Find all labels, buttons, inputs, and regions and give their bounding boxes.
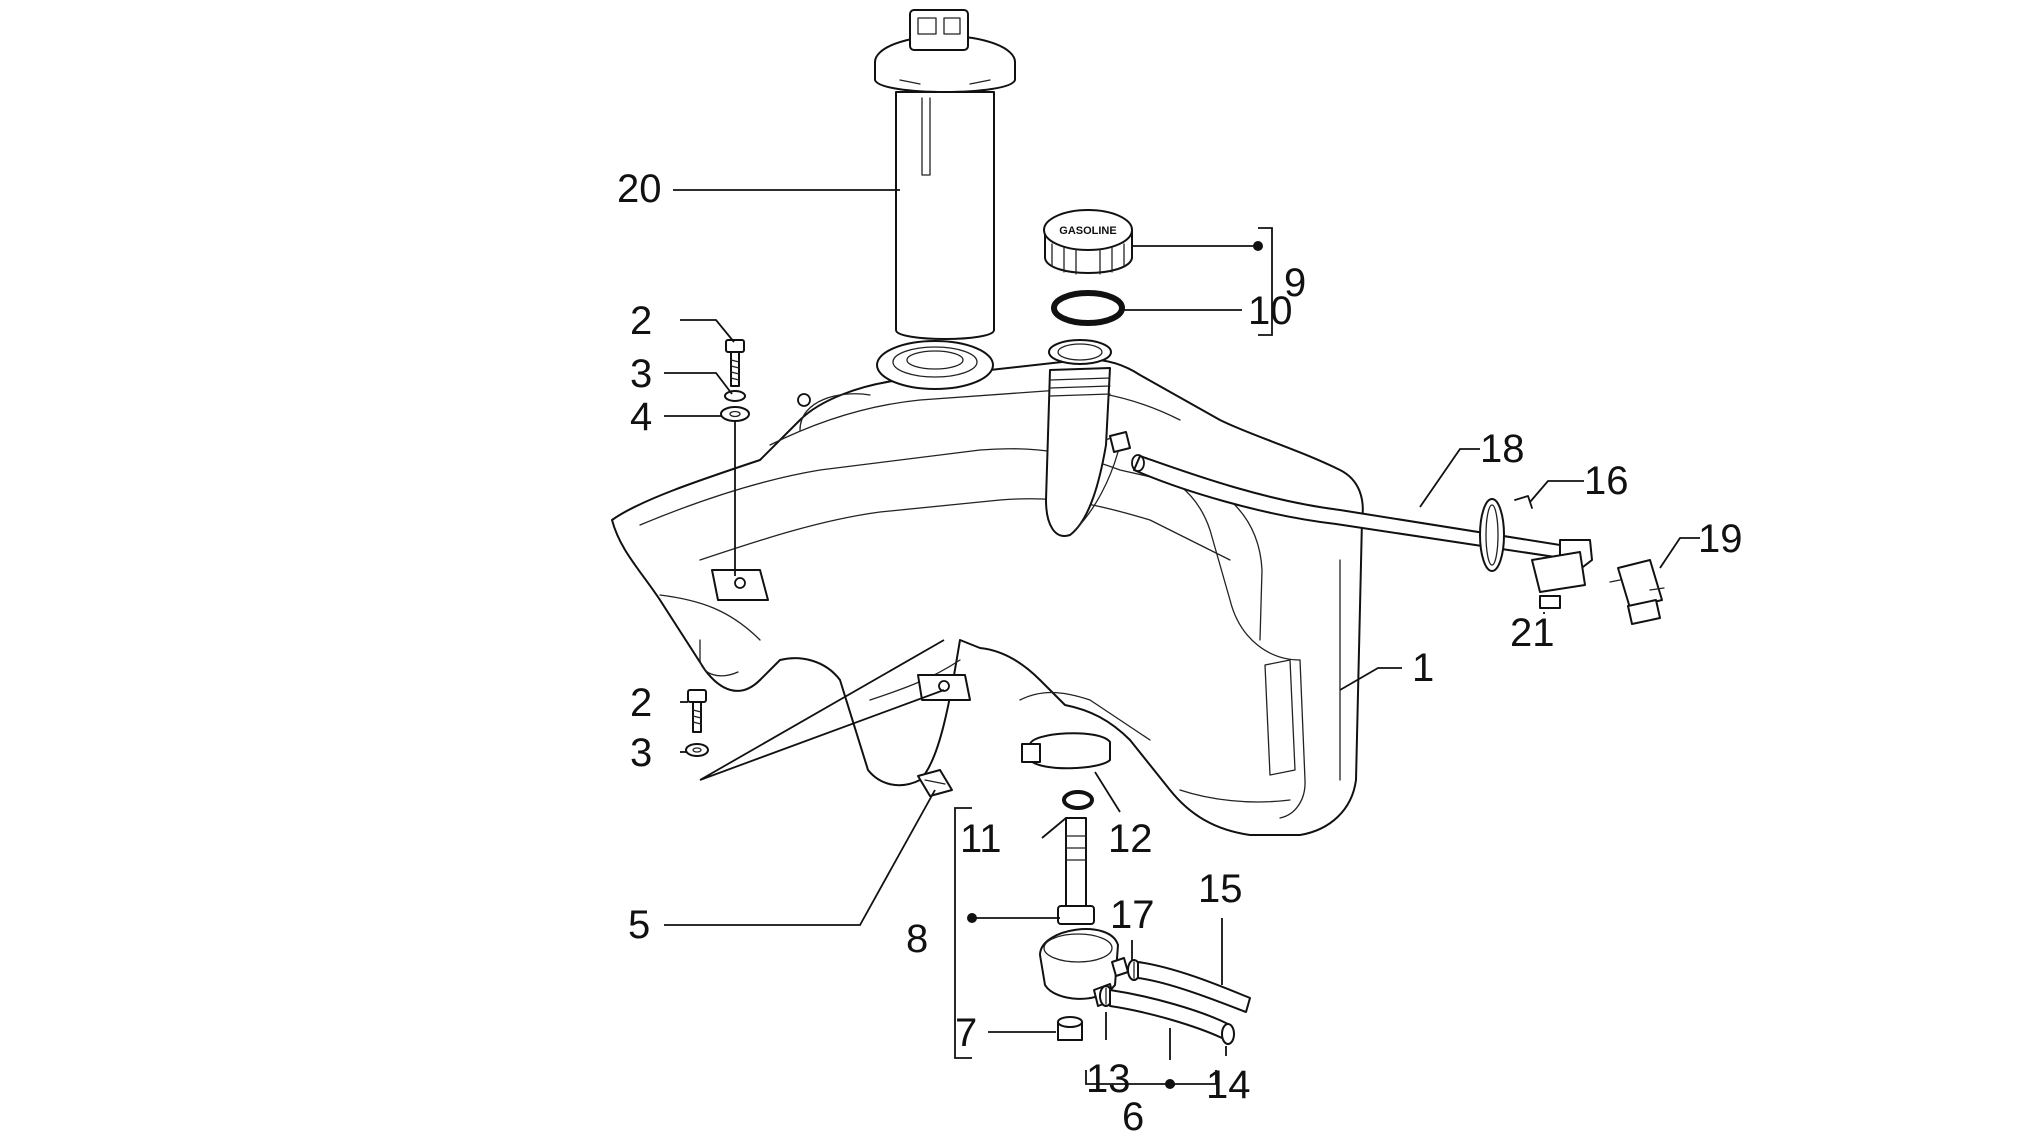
hose-clip [1021, 732, 1111, 770]
callout-18: 18 [1480, 427, 1525, 471]
callout-10: 11 [960, 817, 1002, 861]
o-ring [1051, 290, 1125, 326]
clip-nut [917, 769, 953, 797]
vent-valve [1609, 559, 1665, 625]
callout-14: 14 [1206, 1063, 1251, 1107]
bolt-lower [685, 689, 709, 757]
leader-lines [664, 189, 1700, 1086]
fuel-cap: GASOLINE [1043, 209, 1133, 275]
fuel-level-sensor [874, 9, 1016, 340]
callout-12: 6 [1122, 1095, 1144, 1137]
callout-2-lower: 2 [630, 681, 652, 725]
callout-9: 7 [955, 1011, 977, 1055]
callout-11: 12 [1108, 817, 1153, 861]
callout-2-upper: 2 [630, 299, 652, 343]
callout-7: 10 [1248, 289, 1293, 333]
callout-1: 1 [1412, 646, 1434, 690]
callout-21: 21 [1510, 611, 1555, 655]
cap-label: GASOLINE [1059, 225, 1116, 237]
callout-3-upper: 3 [630, 352, 652, 396]
pipe-holder [1531, 551, 1586, 609]
washer-upper [720, 390, 750, 422]
callout-19: 19 [1698, 517, 1743, 561]
bolt-upper [725, 339, 745, 387]
callout-5: 5 [628, 903, 650, 947]
callout-13: 13 [1086, 1057, 1131, 1101]
callout-4: 4 [630, 395, 652, 439]
callout-6: 9 [1284, 261, 1306, 305]
callout-17: 17 [1110, 893, 1155, 937]
fuel-hose-lower [1109, 989, 1235, 1045]
fuel-cock [1039, 817, 1129, 1007]
callout-15: 15 [1198, 867, 1243, 911]
callout-20: 20 [617, 167, 662, 211]
callout-16: 16 [1584, 459, 1629, 503]
fuel-hose-upper [1137, 961, 1251, 1013]
bracket-dots [967, 241, 1263, 1089]
callout-3-lower: 3 [630, 731, 652, 775]
callout-labels: 20 9 10 2 3 4 2 3 5 1 18 16 19 21 11 12 … [617, 167, 1743, 1137]
callout-8: 8 [906, 917, 928, 961]
fuel-cock-filter [1057, 1016, 1083, 1041]
sealing-washer [1062, 790, 1094, 810]
pipe-clamp [1479, 495, 1533, 572]
